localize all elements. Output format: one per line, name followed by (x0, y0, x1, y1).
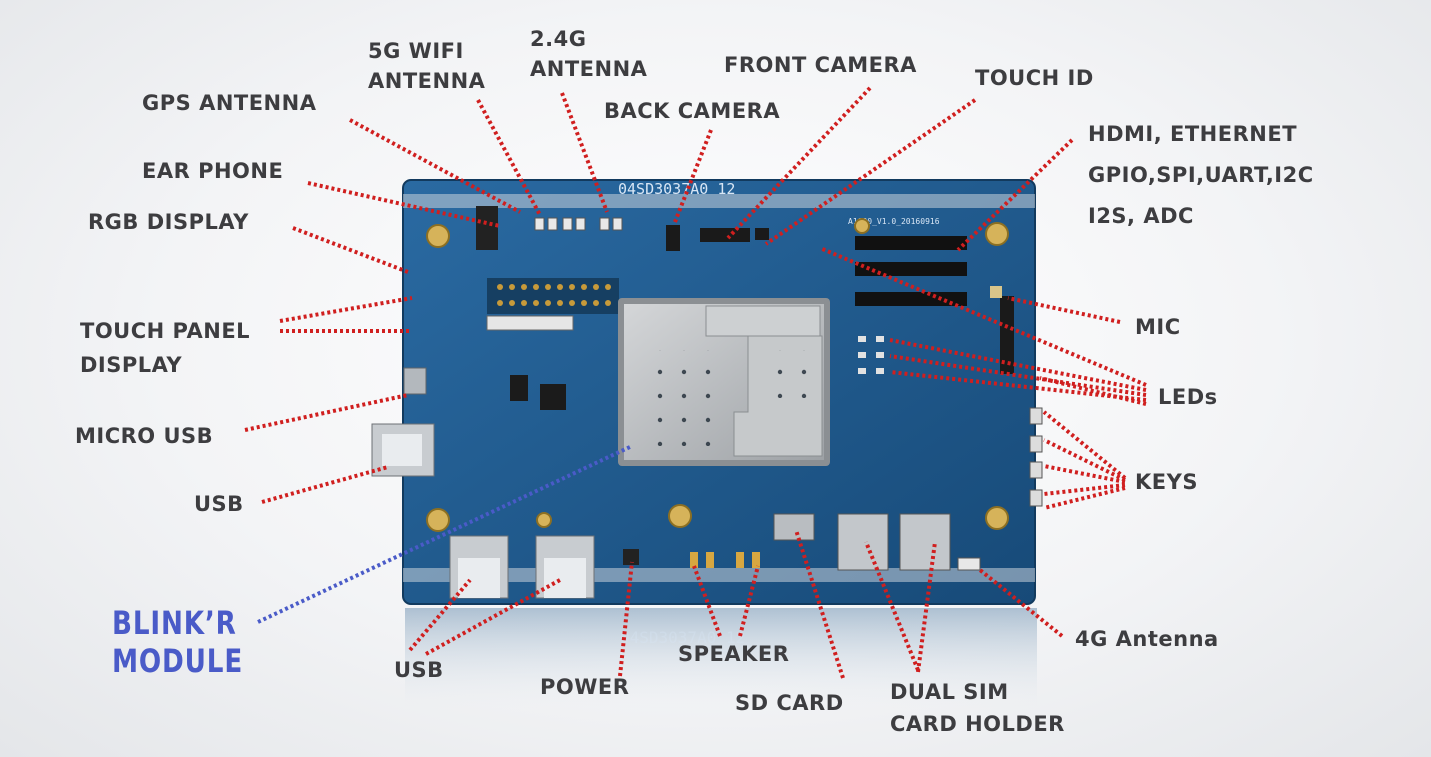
sim-slot-1 (837, 513, 889, 571)
blinkr-leader-line (257, 444, 633, 624)
label-front-camera: FRONT CAMERA (724, 53, 917, 77)
back-camera-connector (666, 225, 680, 251)
chip (540, 384, 566, 410)
rgb-header (487, 278, 619, 314)
4g-antenna-connector (957, 557, 981, 571)
speaker-pads (690, 552, 760, 568)
usb-ports (371, 367, 595, 599)
label-keys: KEYS (1135, 470, 1198, 494)
label-touch-id: TOUCH ID (975, 66, 1094, 90)
label-speaker: SPEAKER (678, 642, 790, 666)
expansion-headers (855, 236, 967, 306)
blinkr-module-shield (618, 298, 830, 466)
leader-lines (244, 86, 1147, 679)
front-camera-connector (700, 228, 750, 242)
label-back-camera: BACK CAMERA (604, 99, 781, 123)
power-jack (623, 549, 639, 565)
label-sd-card: SD CARD (735, 691, 844, 715)
mic-component (990, 286, 1002, 298)
label-rgb-display: RGB DISPLAY (88, 210, 249, 234)
led-components (858, 336, 884, 374)
label-micro-usb: MICRO USB (75, 424, 214, 448)
side-connector (1000, 296, 1014, 374)
antenna-connectors (534, 217, 623, 231)
earphone-jack (476, 206, 498, 250)
label-usb-bottom: USB (394, 658, 444, 682)
sd-card-slot (773, 513, 815, 541)
touch-id-connector (755, 228, 769, 240)
silkscreen-rev: A1000_V1.0_20160916 (848, 217, 940, 226)
label-4g-antenna: 4G Antenna (1075, 627, 1219, 651)
mounting-holes (426, 218, 1009, 532)
label-power: POWER (540, 675, 630, 699)
label-usb-left: USB (194, 492, 244, 516)
board-reflection: 04SD3037A0 12 (405, 608, 1037, 718)
touch-panel-connector (486, 315, 574, 331)
sim-slot-2 (899, 513, 951, 571)
chip (510, 375, 528, 401)
label-ear-phone: EAR PHONE (142, 159, 284, 183)
key-switches (1029, 407, 1043, 507)
silkscreen-id: 04SD3037A0 12 (618, 180, 735, 198)
label-leds: LEDs (1158, 385, 1218, 409)
reflection-text: 04SD3037A0 12 (620, 628, 745, 647)
pcb-board: 04SD3037A0 12 A1000_V1.0_20160916 (371, 179, 1043, 605)
label-mic: MIC (1135, 315, 1181, 339)
label-gps-antenna: GPS ANTENNA (142, 91, 317, 115)
